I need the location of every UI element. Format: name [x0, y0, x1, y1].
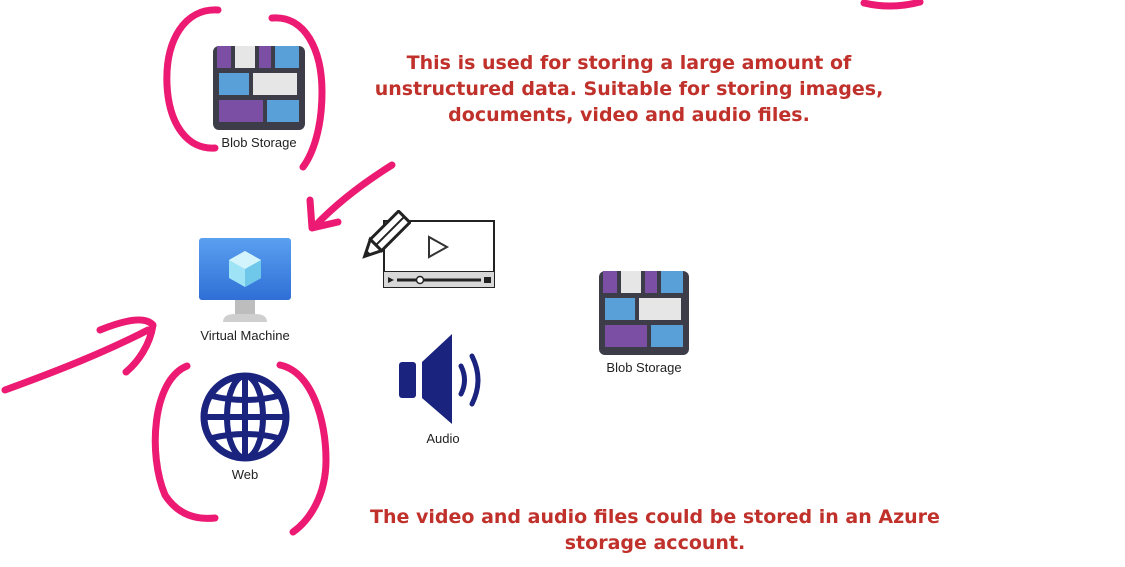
blob-storage-right-label: Blob Storage: [606, 360, 682, 375]
virtual-machine-label: Virtual Machine: [200, 328, 290, 343]
virtual-machine[interactable]: [199, 238, 291, 322]
blob-storage-icon: [599, 271, 689, 355]
azure-note-callout: The video and audio files could be store…: [370, 506, 940, 554]
pencil-cursor-icon: [362, 209, 412, 259]
blob-storage-right[interactable]: [599, 271, 689, 355]
blob-storage-top[interactable]: [213, 46, 305, 130]
audio-label: Audio: [426, 431, 460, 446]
ink-arrow-to-web: [1, 326, 152, 394]
ink-arrow-head-vm: [306, 196, 342, 232]
audio[interactable]: [398, 334, 490, 424]
web[interactable]: [200, 372, 290, 462]
ink-top-right-mark: [860, 0, 924, 10]
speaker-icon: [399, 334, 481, 424]
ink-left-paren-top: [163, 6, 222, 152]
blob-description-callout: This is used for storing a large amount …: [374, 52, 884, 126]
ink-arrow-head-web: [96, 316, 157, 376]
pencil-cursor: [355, 209, 412, 266]
web-label: Web: [231, 467, 259, 482]
blob-storage-icon: [213, 46, 305, 130]
blob-storage-top-label: Blob Storage: [221, 135, 297, 150]
virtual-machine-icon: [199, 238, 291, 322]
globe-icon: [200, 372, 290, 462]
